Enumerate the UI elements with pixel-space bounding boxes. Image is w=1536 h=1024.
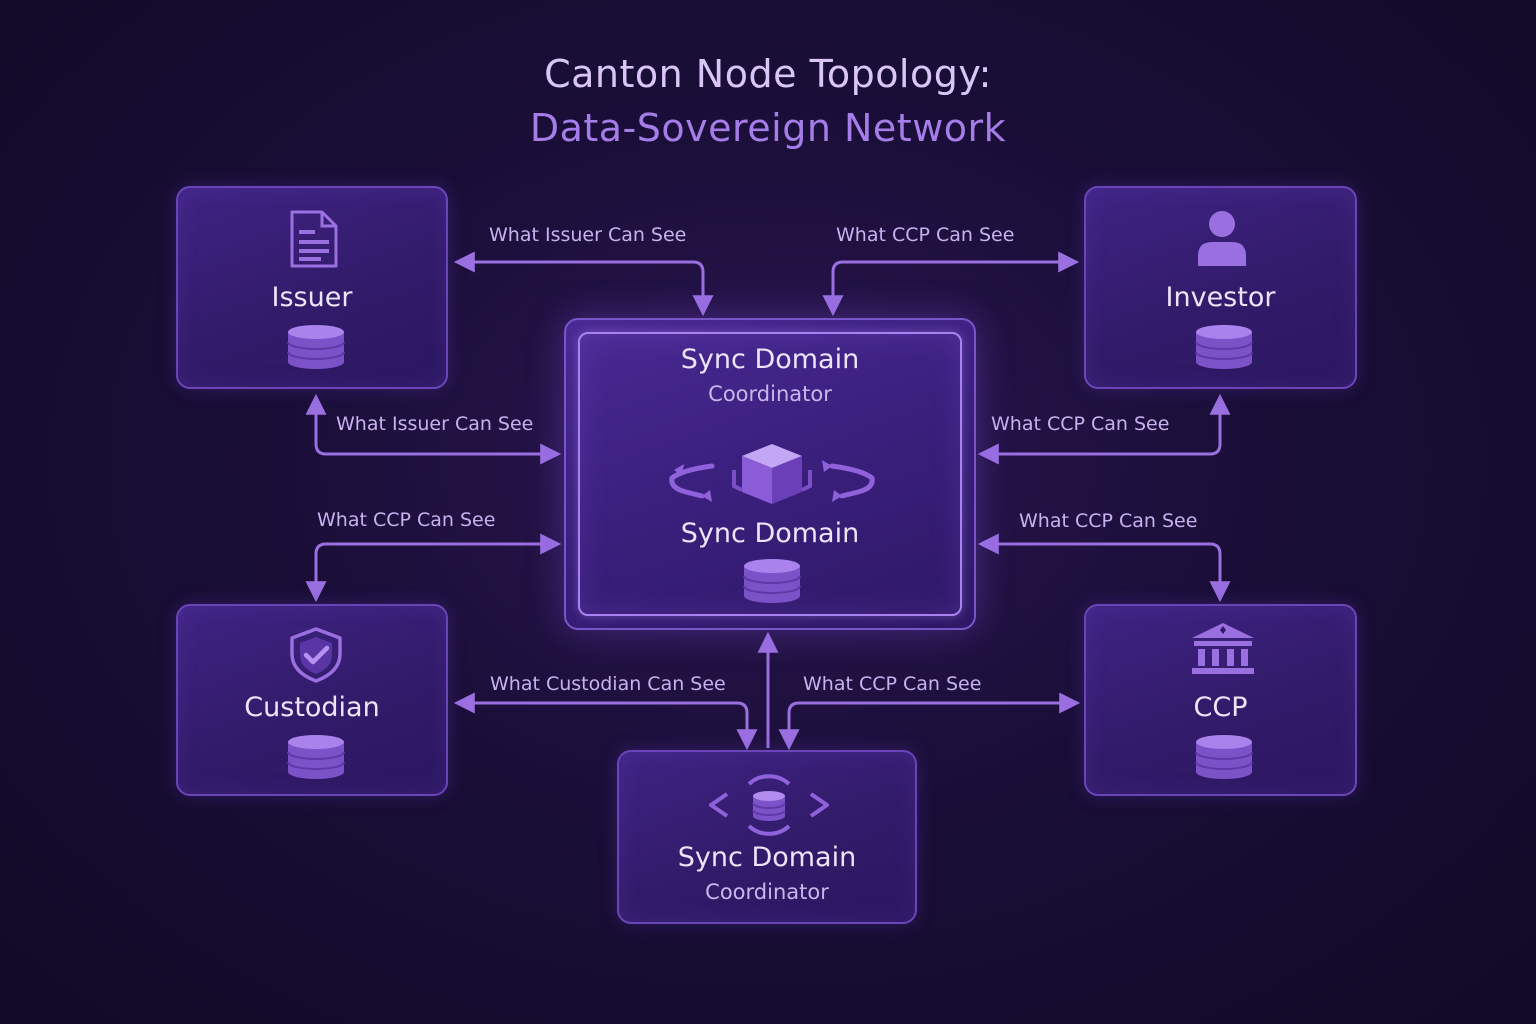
center-inner-frame bbox=[578, 332, 962, 616]
center-subtitle: Coordinator bbox=[708, 382, 832, 406]
node-issuer[interactable]: Issuer bbox=[176, 186, 448, 389]
edge-label-issuer-top: What Issuer Can See bbox=[489, 224, 687, 246]
shield-check-icon bbox=[290, 627, 342, 683]
user-icon bbox=[1198, 211, 1246, 266]
database-sync-icon bbox=[709, 774, 829, 836]
database-icon bbox=[287, 735, 345, 779]
document-icon bbox=[290, 210, 338, 268]
edge-label-custodian-side: What CCP Can See bbox=[317, 509, 496, 531]
bottom-subtitle: Coordinator bbox=[705, 880, 829, 904]
edge-investor-side bbox=[977, 393, 1231, 465]
edge-label-investor-side: What CCP Can See bbox=[991, 413, 1170, 435]
bank-icon bbox=[1192, 623, 1254, 674]
edge-custodian-side bbox=[305, 533, 562, 603]
node-custodian-label: Custodian bbox=[244, 692, 380, 723]
title-line-2: Data-Sovereign Network bbox=[529, 106, 1007, 150]
node-ccp-label: CCP bbox=[1193, 692, 1248, 723]
edge-ccp-side bbox=[977, 533, 1231, 603]
node-investor-label: Investor bbox=[1165, 282, 1276, 313]
cube-sync-icon bbox=[669, 444, 875, 504]
edge-label-ccp-side: What CCP Can See bbox=[1019, 510, 1198, 532]
database-icon bbox=[1195, 735, 1253, 779]
bottom-title: Sync Domain bbox=[677, 842, 857, 873]
database-icon bbox=[743, 559, 801, 603]
node-custodian[interactable]: Custodian bbox=[176, 604, 448, 796]
edge-label-issuer-side: What Issuer Can See bbox=[336, 413, 534, 435]
edge-issuer-top bbox=[453, 251, 714, 317]
node-sync-domain-center[interactable]: Sync Domain Coordinator Sync Domain bbox=[564, 318, 976, 630]
edge-issuer-side bbox=[305, 393, 562, 465]
edge-label-ccp-bottom: What CCP Can See bbox=[803, 673, 982, 695]
node-ccp[interactable]: CCP bbox=[1084, 604, 1357, 796]
title-line-1: Canton Node Topology: bbox=[544, 52, 992, 96]
edge-label-investor-top: What CCP Can See bbox=[836, 224, 1015, 246]
center-title: Sync Domain bbox=[680, 344, 860, 375]
database-icon bbox=[287, 325, 345, 369]
node-issuer-label: Issuer bbox=[271, 282, 353, 313]
node-sync-domain-bottom[interactable]: Sync Domain Coordinator bbox=[617, 750, 917, 924]
edge-custodian-bottom bbox=[453, 692, 758, 751]
center-label: Sync Domain bbox=[680, 518, 860, 549]
edge-ccp-bottom bbox=[778, 692, 1081, 751]
edge-label-custodian-bottom: What Custodian Can See bbox=[490, 673, 726, 695]
node-investor[interactable]: Investor bbox=[1084, 186, 1357, 389]
edge-investor-top bbox=[822, 251, 1080, 317]
database-icon bbox=[1195, 325, 1253, 369]
